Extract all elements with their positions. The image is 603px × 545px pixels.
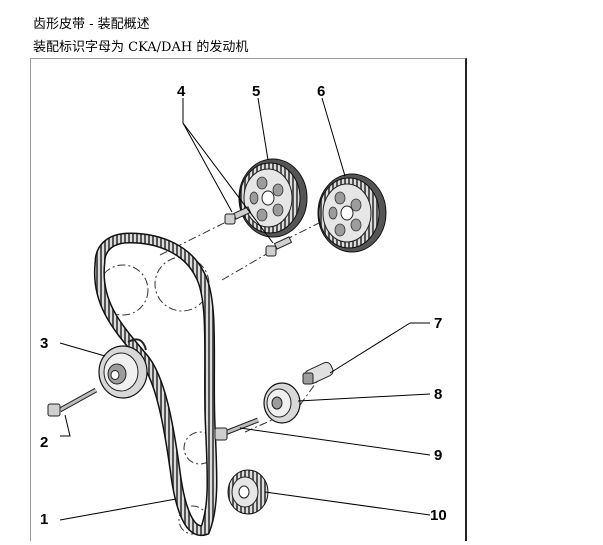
callout-6: 6 <box>317 83 325 100</box>
guide-pulley-upper <box>263 382 301 424</box>
callout-7: 7 <box>434 315 442 332</box>
crankshaft-sprocket <box>227 469 269 515</box>
guide-pulley-bolt <box>214 417 259 441</box>
callout-1: 1 <box>40 511 48 528</box>
callout-9: 9 <box>434 447 442 464</box>
belt-tensioner <box>98 338 148 399</box>
camshaft-sprocket-bolts <box>224 206 293 257</box>
callout-8: 8 <box>434 386 442 403</box>
callout-5: 5 <box>252 83 260 100</box>
guide-pulley-stud <box>302 361 334 385</box>
callout-10: 10 <box>430 507 447 524</box>
callout-2: 2 <box>40 434 48 451</box>
page-subtitle: 装配标识字母为 CKA/DAH 的发动机 <box>33 40 249 55</box>
callout-4: 4 <box>177 83 186 100</box>
camshaft-sprocket-intake <box>238 158 308 238</box>
leader-lines <box>59 97 431 521</box>
callout-3: 3 <box>40 335 48 352</box>
tensioner-bolt <box>47 387 98 417</box>
timing-belt <box>93 232 218 537</box>
diagram-frame <box>30 58 467 541</box>
page-title: 齿形皮带 - 装配概述 <box>33 17 150 32</box>
camshaft-sprocket-exhaust <box>317 173 387 253</box>
callout-labels: 1 2 3 4 5 6 7 8 9 10 <box>40 83 447 528</box>
